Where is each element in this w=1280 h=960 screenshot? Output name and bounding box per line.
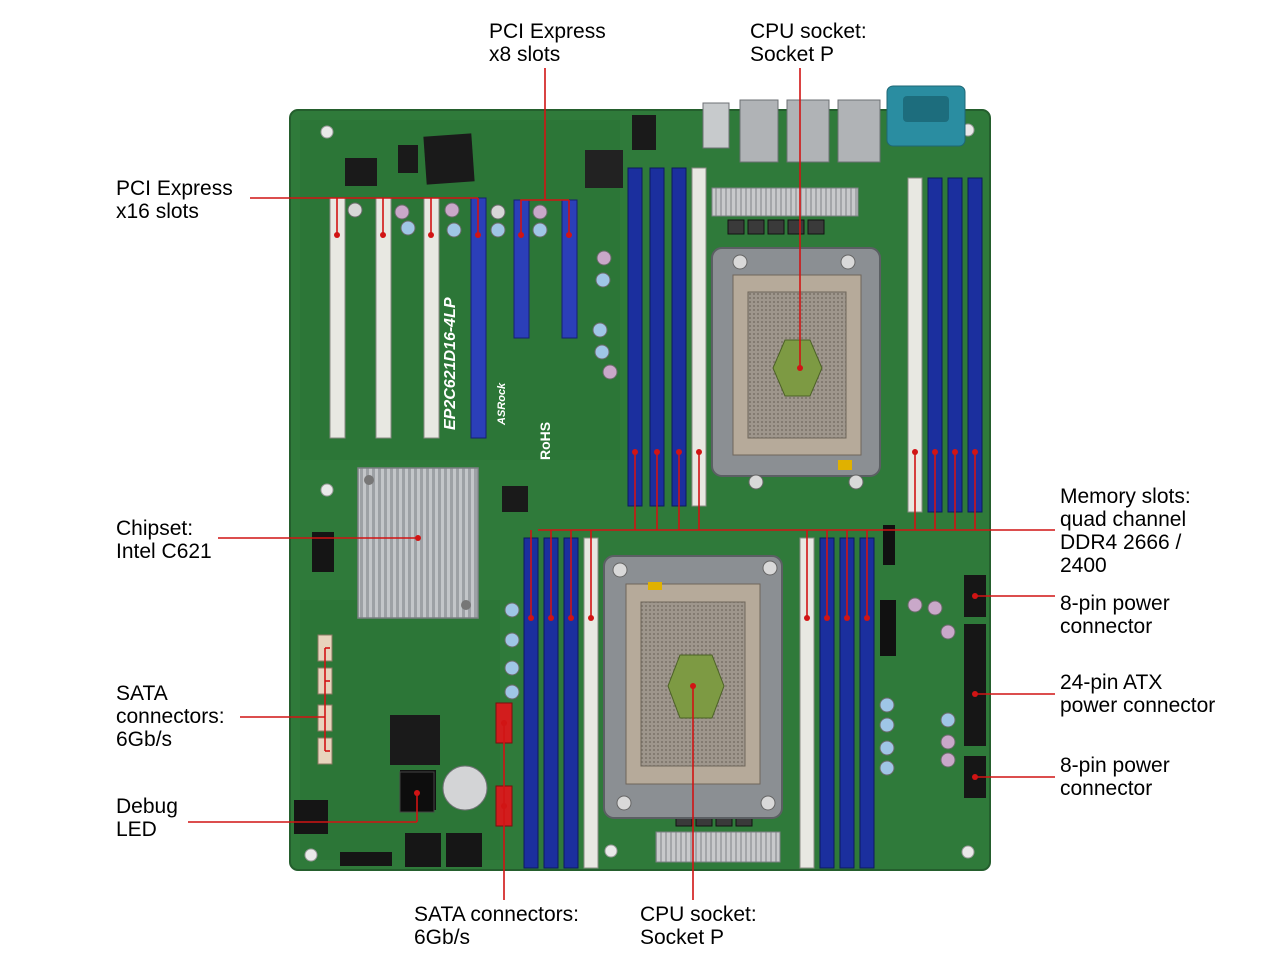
callout-chipset: Chipset: Intel C621 (116, 517, 212, 563)
heatsink-screw (461, 600, 471, 610)
callout-pcie-x16: PCI Express x16 slots (116, 177, 233, 223)
heatsink-screw (364, 475, 374, 485)
leader-lines (188, 68, 1055, 900)
chipset-heatsink (357, 467, 479, 619)
leader-dots (334, 232, 978, 809)
header (340, 852, 392, 866)
vrm-heatsink-bottom (655, 831, 781, 863)
callout-cpu-socket-top: CPU socket: Socket P (750, 20, 867, 66)
dimm-bank-top-right (907, 177, 983, 513)
atx-24pin (964, 624, 986, 746)
callout-debug-led: Debug LED (116, 795, 178, 841)
vrm-heatsink-top (711, 187, 859, 217)
dimm-bank-bottom-left (523, 537, 599, 869)
callout-pcie-x8: PCI Express x8 slots (489, 20, 606, 66)
callout-atx-24pin: 24-pin ATX power connector (1060, 671, 1216, 717)
rear-io (632, 85, 966, 163)
leader-pcie-x8 (520, 68, 546, 235)
rohs-mark: RoHS (537, 422, 553, 460)
capacitors (347, 202, 956, 776)
board-model: EP2C621D16-4LP (442, 297, 459, 430)
cmos-battery (442, 765, 488, 811)
power-connectors (964, 575, 986, 798)
header (312, 532, 334, 572)
header (294, 800, 328, 834)
callout-power-8pin-top: 8-pin power connector (1060, 592, 1170, 638)
dimm-bank-top-left (627, 167, 707, 507)
callout-sata-left: SATA connectors: 6Gb/s (116, 682, 225, 751)
callout-cpu-socket-bottom: CPU socket: Socket P (640, 903, 757, 949)
cpu-socket-top (711, 247, 881, 490)
pcie-x8-slots (513, 199, 578, 339)
callout-memory-slots: Memory slots: quad channel DDR4 2666 / 2… (1060, 485, 1191, 577)
pcie-x16-slots (329, 197, 487, 439)
callout-sata-bottom: SATA connectors: 6Gb/s (414, 903, 579, 949)
board-brand: ASRock (496, 382, 508, 426)
dimm-bank-bottom-right (799, 537, 875, 869)
callout-power-8pin-bottom: 8-pin power connector (1060, 754, 1170, 800)
